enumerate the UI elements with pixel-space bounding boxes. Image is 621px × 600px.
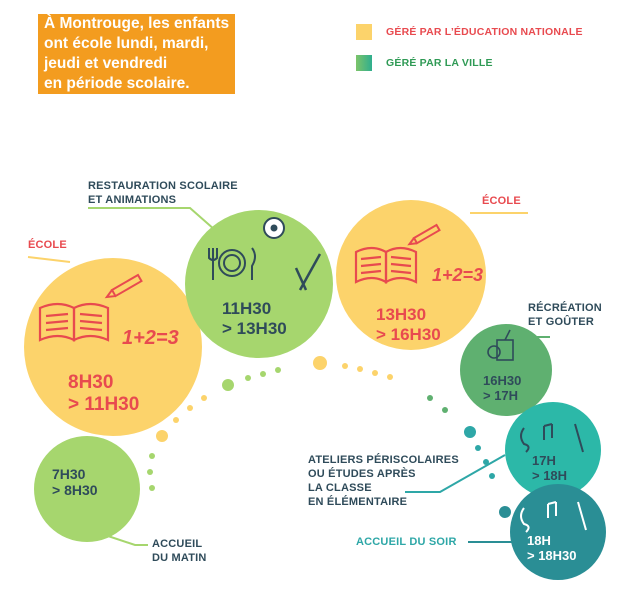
time-end: > 18H30 (527, 547, 577, 563)
circle-ecole-apm (336, 200, 486, 350)
book-icon (354, 246, 418, 284)
intro-line: en période scolaire. (38, 74, 196, 94)
label-line: ATELIERS PÉRISCOLAIRES (308, 454, 459, 466)
formula-text: 1+2=3 (432, 265, 484, 285)
time-accueil-soir: 18H > 18H30 (527, 533, 577, 564)
label-recreation: RÉCRÉATION ET GOÛTER (528, 301, 602, 329)
intro-line: jeudi et vendredi (38, 54, 174, 74)
label-restauration: RESTAURATION SCOLAIRE ET ANIMATIONS (88, 179, 238, 207)
circle-accueil-matin (34, 436, 140, 542)
pencil-icon (104, 273, 143, 299)
legend-swatch-national (356, 24, 372, 40)
circle-ecole-matin (24, 258, 202, 436)
label-ateliers: ATELIERS PÉRISCOLAIRES OU ÉTUDES APRÈS L… (308, 453, 459, 509)
legend-ville-label: GÉRÉ PAR LA VILLE (386, 57, 493, 69)
label-line: RÉCRÉATION (528, 302, 602, 314)
label-line: EN ÉLÉMENTAIRE (308, 496, 408, 508)
label-line: DU MATIN (152, 552, 207, 564)
intro-line: À Montrouge, les enfants (38, 14, 236, 34)
time-end: > 16H30 (376, 324, 441, 344)
label-ecole-apm: ÉCOLE (482, 195, 521, 207)
circle-restauration (185, 210, 333, 358)
time-end: > 18H (532, 467, 568, 483)
time-ecole-apm: 13H30 > 16H30 (376, 305, 441, 344)
dotted-arc (147, 356, 511, 518)
book-icon (38, 302, 110, 342)
time-end: > 17H (483, 387, 519, 403)
snack-icon (487, 329, 514, 361)
plate-icon (208, 247, 256, 280)
time-end: > 13H30 (222, 318, 287, 338)
brush-icon (294, 253, 322, 291)
label-line: ACCUEIL (152, 538, 203, 550)
ball-icon (263, 217, 285, 239)
time-end: > 8H30 (52, 482, 98, 499)
time-end: > 11H30 (68, 393, 140, 415)
time-recreation: 16H30 > 17H (483, 373, 522, 404)
time-start: 13H30 (376, 305, 427, 324)
circle-ateliers (505, 402, 601, 498)
label-line: OU ÉTUDES APRÈS (308, 468, 416, 480)
time-start: 17H (532, 453, 556, 468)
formula-text: 1+2=3 (122, 327, 179, 349)
time-restauration: 11H30 > 13H30 (222, 299, 287, 338)
label-ecole-matin: ÉCOLE (28, 239, 67, 251)
legend-swatch-ville (356, 55, 372, 71)
time-start: 11H30 (222, 299, 272, 318)
time-start: 16H30 (483, 373, 522, 388)
label-line: ET ANIMATIONS (88, 194, 177, 206)
time-ateliers: 17H > 18H (532, 453, 568, 484)
label-line: RESTAURATION SCOLAIRE (88, 180, 238, 192)
label-accueil-matin: ACCUEIL DU MATIN (152, 537, 207, 565)
label-line: LA CLASSE (308, 482, 372, 494)
music-icon (520, 501, 587, 533)
time-accueil-matin: 7H30 > 8H30 (52, 466, 98, 498)
time-start: 7H30 (52, 466, 86, 482)
label-line: ET GOÛTER (528, 316, 594, 328)
music-icon (520, 423, 584, 453)
legend-national-label: GÉRÉ PAR L’ÉDUCATION NATIONALE (386, 26, 583, 38)
time-start: 8H30 (68, 372, 114, 393)
pencil-icon (407, 223, 441, 246)
label-accueil-soir: ACCUEIL DU SOIR (356, 536, 457, 548)
time-ecole-matin: 8H30 > 11H30 (68, 372, 139, 416)
time-start: 18H (527, 533, 551, 548)
intro-text: À Montrouge, les enfants ont école lundi… (38, 14, 236, 94)
intro-line: ont école lundi, mardi, (38, 34, 215, 54)
